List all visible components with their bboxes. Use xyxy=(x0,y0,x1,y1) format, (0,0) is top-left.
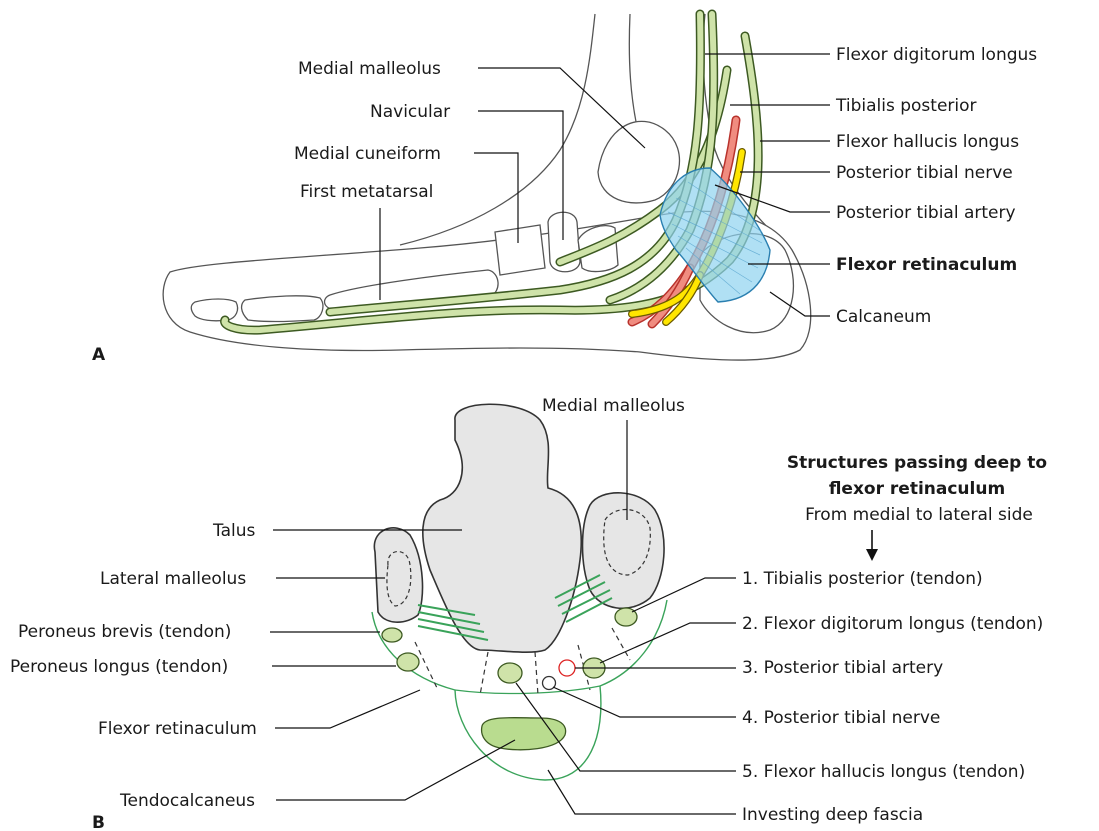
peroneus-longus-section xyxy=(397,653,419,671)
panel-a-illustration xyxy=(163,14,811,360)
label-peroneus-longus: Peroneus longus (tendon) xyxy=(10,657,228,677)
label-item2: 2. Flexor digitorum longus (tendon) xyxy=(742,614,1043,634)
label-posterior-tibial-artery-a: Posterior tibial artery xyxy=(836,203,1016,223)
flexor-hallucis-longus-section xyxy=(498,663,522,683)
label-item4: 4. Posterior tibial nerve xyxy=(742,708,940,728)
leader-item2 xyxy=(600,623,736,663)
posterior-tibial-artery-section xyxy=(559,660,575,676)
peroneus-brevis-section xyxy=(382,628,402,642)
distal-phalanx-bone xyxy=(191,299,237,321)
label-flexor-digitorum-longus-a: Flexor digitorum longus xyxy=(836,45,1037,65)
medial-cuneiform-bone xyxy=(495,225,545,275)
label-first-metatarsal: First metatarsal xyxy=(300,182,433,202)
proximal-phalanx-bone xyxy=(242,296,323,322)
label-item1: 1. Tibialis posterior (tendon) xyxy=(742,569,983,589)
label-talus: Talus xyxy=(212,521,255,541)
label-medial-malleolus-b: Medial malleolus xyxy=(542,396,685,416)
subheading-medial-to-lateral: From medial to lateral side xyxy=(805,505,1033,525)
label-medial-malleolus-a: Medial malleolus xyxy=(298,59,441,79)
leader-item4 xyxy=(553,687,736,717)
heading-structures-line2: flexor retinaculum xyxy=(829,479,1005,499)
label-medial-cuneiform: Medial cuneiform xyxy=(294,144,441,164)
medial-malleolus-bone xyxy=(598,121,679,203)
panel-b-label: B xyxy=(92,813,105,831)
label-flexor-hallucis-longus-a: Flexor hallucis longus xyxy=(836,132,1019,152)
label-investing-deep-fascia: Investing deep fascia xyxy=(742,805,923,825)
label-tibialis-posterior-a: Tibialis posterior xyxy=(835,96,977,116)
label-item3: 3. Posterior tibial artery xyxy=(742,658,943,678)
leader-flexor-retinaculum-b xyxy=(275,690,420,728)
label-calcaneum: Calcaneum xyxy=(836,307,931,327)
heading-structures-line1: Structures passing deep to xyxy=(787,453,1047,473)
leader-investing-deep-fascia xyxy=(548,770,736,814)
leg-outline-front xyxy=(400,14,595,245)
label-tendocalcaneus: Tendocalcaneus xyxy=(119,791,255,811)
label-peroneus-brevis: Peroneus brevis (tendon) xyxy=(18,622,231,642)
label-navicular: Navicular xyxy=(370,102,450,122)
panel-b-illustration xyxy=(372,404,667,780)
talus-bone xyxy=(423,404,581,652)
label-flexor-retinaculum-b: Flexor retinaculum xyxy=(98,719,257,739)
label-item5: 5. Flexor hallucis longus (tendon) xyxy=(742,762,1025,782)
arrow-down-icon xyxy=(866,530,878,561)
lateral-malleolus-bone xyxy=(374,528,422,622)
label-posterior-tibial-nerve-a: Posterior tibial nerve xyxy=(836,163,1013,183)
fascia-inner-line xyxy=(455,686,600,693)
label-flexor-retinaculum-a: Flexor retinaculum xyxy=(836,255,1017,275)
panel-a-label: A xyxy=(92,345,106,365)
label-lateral-malleolus: Lateral malleolus xyxy=(100,569,246,589)
